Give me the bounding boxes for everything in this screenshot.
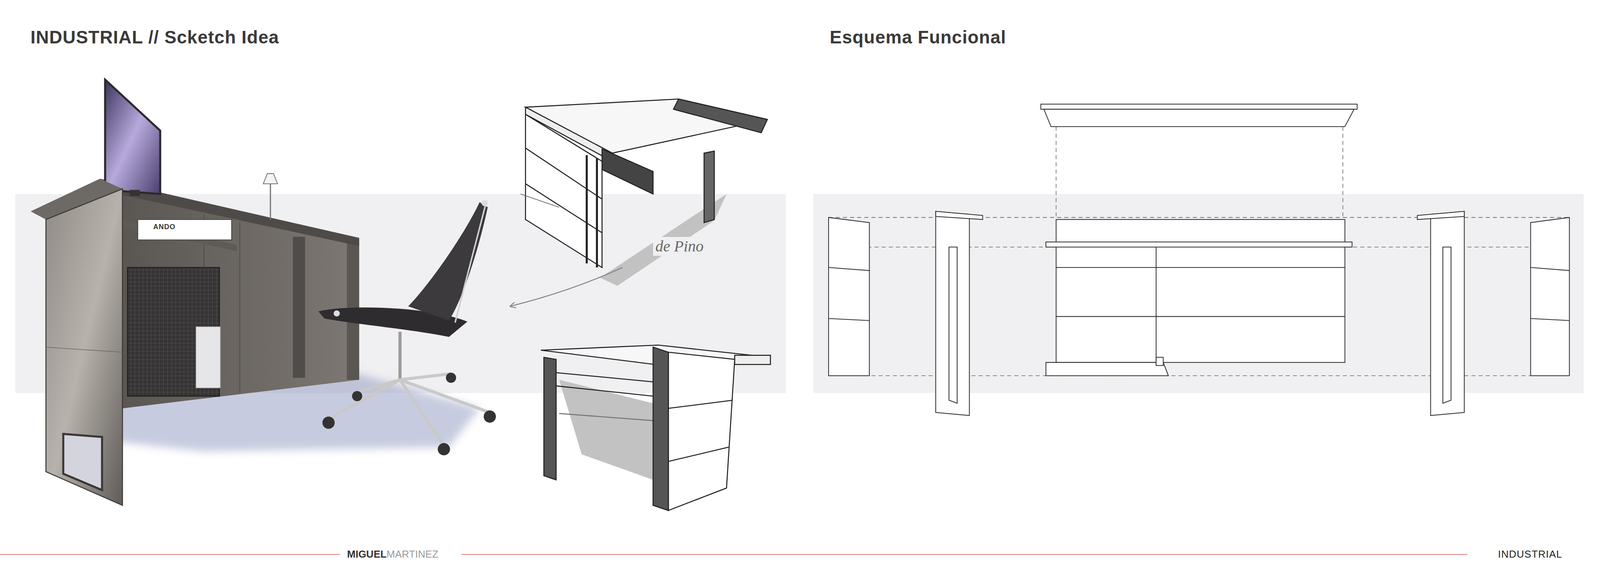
- exploded-scheme: [935, 211, 970, 416]
- exploded-scheme: [1417, 211, 1465, 220]
- desk-sketch: [540, 344, 771, 511]
- desk-sketch: [734, 355, 771, 365]
- office-chair: [437, 442, 450, 455]
- desk-sketch: [653, 347, 669, 511]
- desk-render: [292, 236, 305, 378]
- exploded-scheme: [1342, 126, 1344, 220]
- office-chair: [483, 410, 496, 423]
- desk-render: [129, 189, 140, 197]
- office-chair: [400, 373, 452, 380]
- exploded-scheme: [828, 318, 870, 321]
- desk-render: [137, 219, 232, 240]
- desk-render: [63, 433, 103, 491]
- office-chair: [445, 372, 457, 383]
- footer-rule: [461, 553, 1468, 555]
- desk-render: [263, 173, 278, 184]
- desk-render: [122, 188, 360, 409]
- office-chair: [328, 379, 401, 419]
- desk-sketch: [556, 385, 654, 396]
- desk-render: [45, 347, 123, 353]
- desk-render: [195, 326, 221, 388]
- footer-rule: [0, 553, 340, 555]
- desk-sketch: [585, 155, 588, 264]
- desk-sketch: [544, 357, 557, 480]
- office-chair: [357, 379, 401, 392]
- exploded-scheme: [1040, 103, 1357, 110]
- exploded-scheme: [828, 217, 870, 376]
- desk-sketch: [510, 98, 768, 307]
- section-title: Esquema Funcional: [829, 27, 1007, 48]
- desk-sketch: [520, 193, 560, 208]
- desk-sketch: [704, 150, 715, 223]
- exploded-scheme: [1055, 219, 1345, 363]
- desk-sketch: [668, 399, 733, 409]
- author-name: MARTINEZ: [386, 548, 439, 560]
- desk-sketch: [601, 148, 654, 194]
- exploded-scheme: [935, 211, 983, 220]
- exploded-scheme: [1442, 246, 1452, 403]
- office-chair: [408, 202, 488, 321]
- exploded-scheme: [1045, 362, 1169, 376]
- footer-rule: [0, 553, 1468, 555]
- desk-sketch: [673, 98, 768, 133]
- office-chair: [322, 372, 496, 455]
- author-name: MIGUEL: [347, 548, 387, 560]
- desk-sketch: [559, 413, 654, 421]
- book-title: ANDO: [153, 223, 176, 231]
- desk-sketch: [668, 447, 729, 462]
- desk-render: [30, 79, 480, 506]
- desk-render: [122, 219, 237, 251]
- desk-sketch: [556, 372, 654, 382]
- office-chair: [481, 200, 488, 207]
- office-chair: [398, 331, 402, 380]
- office-chair: [322, 416, 335, 429]
- exploded-scheme: [1156, 357, 1164, 366]
- desk-sketch: [595, 158, 598, 268]
- exploded-scheme: [1055, 266, 1345, 268]
- ground-band: [813, 193, 1584, 393]
- office-chair: [328, 373, 491, 446]
- material-note: de Pino: [653, 236, 706, 256]
- desk-render: [269, 183, 271, 220]
- office-chair: [454, 204, 486, 323]
- footer-label: INDUSTRIAL: [1497, 548, 1563, 560]
- exploded-scheme: [1045, 241, 1352, 247]
- exploded-scheme: [1530, 318, 1570, 321]
- sheet-title: INDUSTRIAL // Scketch Idea: [30, 27, 280, 48]
- exploded-scheme: [1043, 109, 1355, 127]
- office-chair: [352, 390, 363, 401]
- exploded-scheme: [948, 246, 958, 403]
- desk-sketch: [510, 267, 623, 307]
- exploded-scheme: [1530, 267, 1570, 271]
- desk-render: [105, 79, 161, 194]
- exploded-scheme: [1055, 315, 1345, 317]
- exploded-scheme: [828, 267, 870, 271]
- exploded-scheme: [1430, 211, 1465, 416]
- desk-sketch: [525, 114, 603, 268]
- exploded-scheme: [1155, 246, 1157, 363]
- exploded-scheme: [1055, 126, 1057, 220]
- office-chair: [400, 379, 444, 445]
- office-chair: [333, 310, 341, 317]
- desk-sketch: [525, 183, 603, 233]
- exploded-scheme: [828, 103, 1570, 416]
- office-chair: [318, 200, 496, 456]
- office-chair: [400, 379, 491, 413]
- desk-render: [239, 222, 241, 393]
- desk-sketch: [668, 352, 735, 511]
- exploded-scheme: [1530, 217, 1570, 376]
- desk-render: [45, 188, 123, 505]
